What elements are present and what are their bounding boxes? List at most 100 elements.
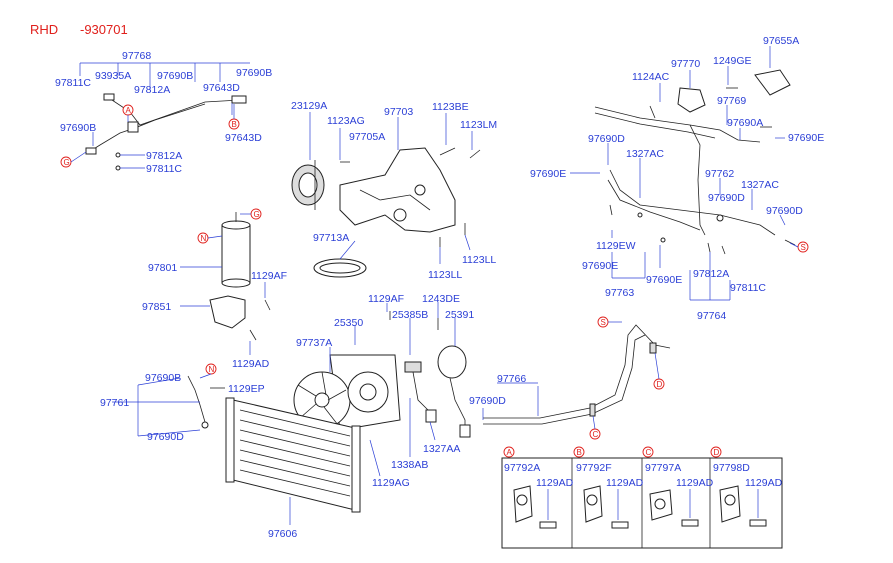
label-97811c-2: 97811C [146,163,182,175]
label-97690d-4: 97690D [708,192,745,204]
label-1123ll: 1123LL [428,269,462,281]
label-97737a: 97737A [296,337,332,349]
label-97812a-3: 97812A [693,268,729,280]
condenser-fan [293,302,471,477]
label-1124ac: 1124AC [632,71,670,83]
callout-c-box: C [642,446,654,458]
label-97690d: 97690D [147,431,184,443]
svg-text:G: G [64,158,70,167]
label-97690b-3: 97690B [60,122,96,134]
label-1129af: 1129AF [251,270,287,282]
svg-text:G: G [254,210,260,219]
compressor-bracket [291,112,481,278]
callout-b-top: B [228,118,240,130]
svg-text:C: C [593,430,599,439]
label-97690b: 97690B [157,70,193,82]
label-25350: 25350 [334,317,363,329]
suction-hose-assembly [570,46,796,301]
label-1129ad-d: 1129AD [745,477,783,489]
svg-text:D: D [657,380,663,389]
label-97690d-5: 97690D [766,205,803,217]
svg-text:N: N [209,365,215,374]
label-97690b-4: 97690B [145,372,181,384]
callout-n-condenser: N [205,363,217,375]
label-97768: 97768 [122,50,151,62]
callout-a-box: A [503,446,515,458]
clamp-detail-box [501,457,783,549]
label-97762: 97762 [705,168,734,180]
label-97761: 97761 [100,397,129,409]
label-97798d: 97798D [713,462,750,474]
label-1129ad-c: 1129AD [676,477,714,489]
label-97690e-2: 97690E [530,168,566,180]
label-97713a: 97713A [313,232,349,244]
label-97801: 97801 [148,262,177,274]
label-97690b-2: 97690B [236,67,272,79]
label-97643d-2: 97643D [225,132,262,144]
label-97690e: 97690E [788,132,824,144]
svg-text:D: D [714,448,720,457]
label-25391: 25391 [445,309,474,321]
svg-text:B: B [232,120,237,129]
label-97690d-3: 97690D [588,133,625,145]
label-1129af-2: 1129AF [368,293,404,305]
label-97812a-2: 97812A [146,150,182,162]
label-97690a: 97690A [727,117,763,129]
label-97690e-4: 97690E [646,274,682,286]
label-1243de: 1243DE [422,293,460,305]
label-1129ep: 1129EP [228,383,265,395]
label-1327ac-2: 1327AC [741,179,779,191]
label-1327aa: 1327AA [423,443,460,455]
label-97690d-2: 97690D [469,395,506,407]
label-25385b: 25385B [392,309,428,321]
label-97811c-3: 97811C [730,282,766,294]
callout-d-box: D [710,446,722,458]
svg-text:B: B [577,448,582,457]
condenser [112,375,361,525]
callout-s-hose: S [597,316,609,328]
label-1327ac: 1327AC [626,148,664,160]
label-97851: 97851 [142,301,171,313]
callout-c-hose: C [589,428,601,440]
label-97766: 97766 [497,373,526,385]
label-97643d: 97643D [203,82,240,94]
callout-g-left: G [60,156,72,168]
callout-b-box: B [573,446,585,458]
label-97763: 97763 [605,287,634,299]
label-97705a: 97705A [349,131,385,143]
date-range: -930701 [80,22,128,37]
label-1123ag: 1123AG [327,115,365,127]
label-97769: 97769 [717,95,746,107]
label-97703: 97703 [384,106,413,118]
label-97606: 97606 [268,528,297,540]
callout-g-drier: G [250,208,262,220]
label-97764: 97764 [697,310,726,322]
svg-text:S: S [601,318,606,327]
svg-text:N: N [201,234,207,243]
label-93935a: 93935A [95,70,131,82]
receiver-drier [180,212,271,355]
callout-a-top: A [122,104,134,116]
label-1129ew: 1129EW [596,240,636,252]
label-1129ad-b: 1129AD [606,477,644,489]
svg-text:S: S [801,243,806,252]
hose-assembly-upper-left [79,62,250,171]
label-97792a: 97792A [504,462,540,474]
callout-n-drier: N [197,232,209,244]
label-97792f: 97792F [576,462,612,474]
label-97811c: 97811C [55,77,91,89]
callout-d-hose: D [653,378,665,390]
label-1129ad: 1129AD [232,358,270,370]
label-97655a: 97655A [763,35,799,47]
label-1129ag: 1129AG [372,477,410,489]
model-code: RHD [30,22,58,37]
label-23129a: 23129A [291,100,327,112]
label-1249ge: 1249GE [713,55,752,67]
svg-text:A: A [126,106,132,115]
svg-text:A: A [507,448,513,457]
label-97797a: 97797A [645,462,681,474]
callout-s-right: S [797,241,809,253]
svg-text:C: C [646,448,652,457]
label-97812a: 97812A [134,84,170,96]
